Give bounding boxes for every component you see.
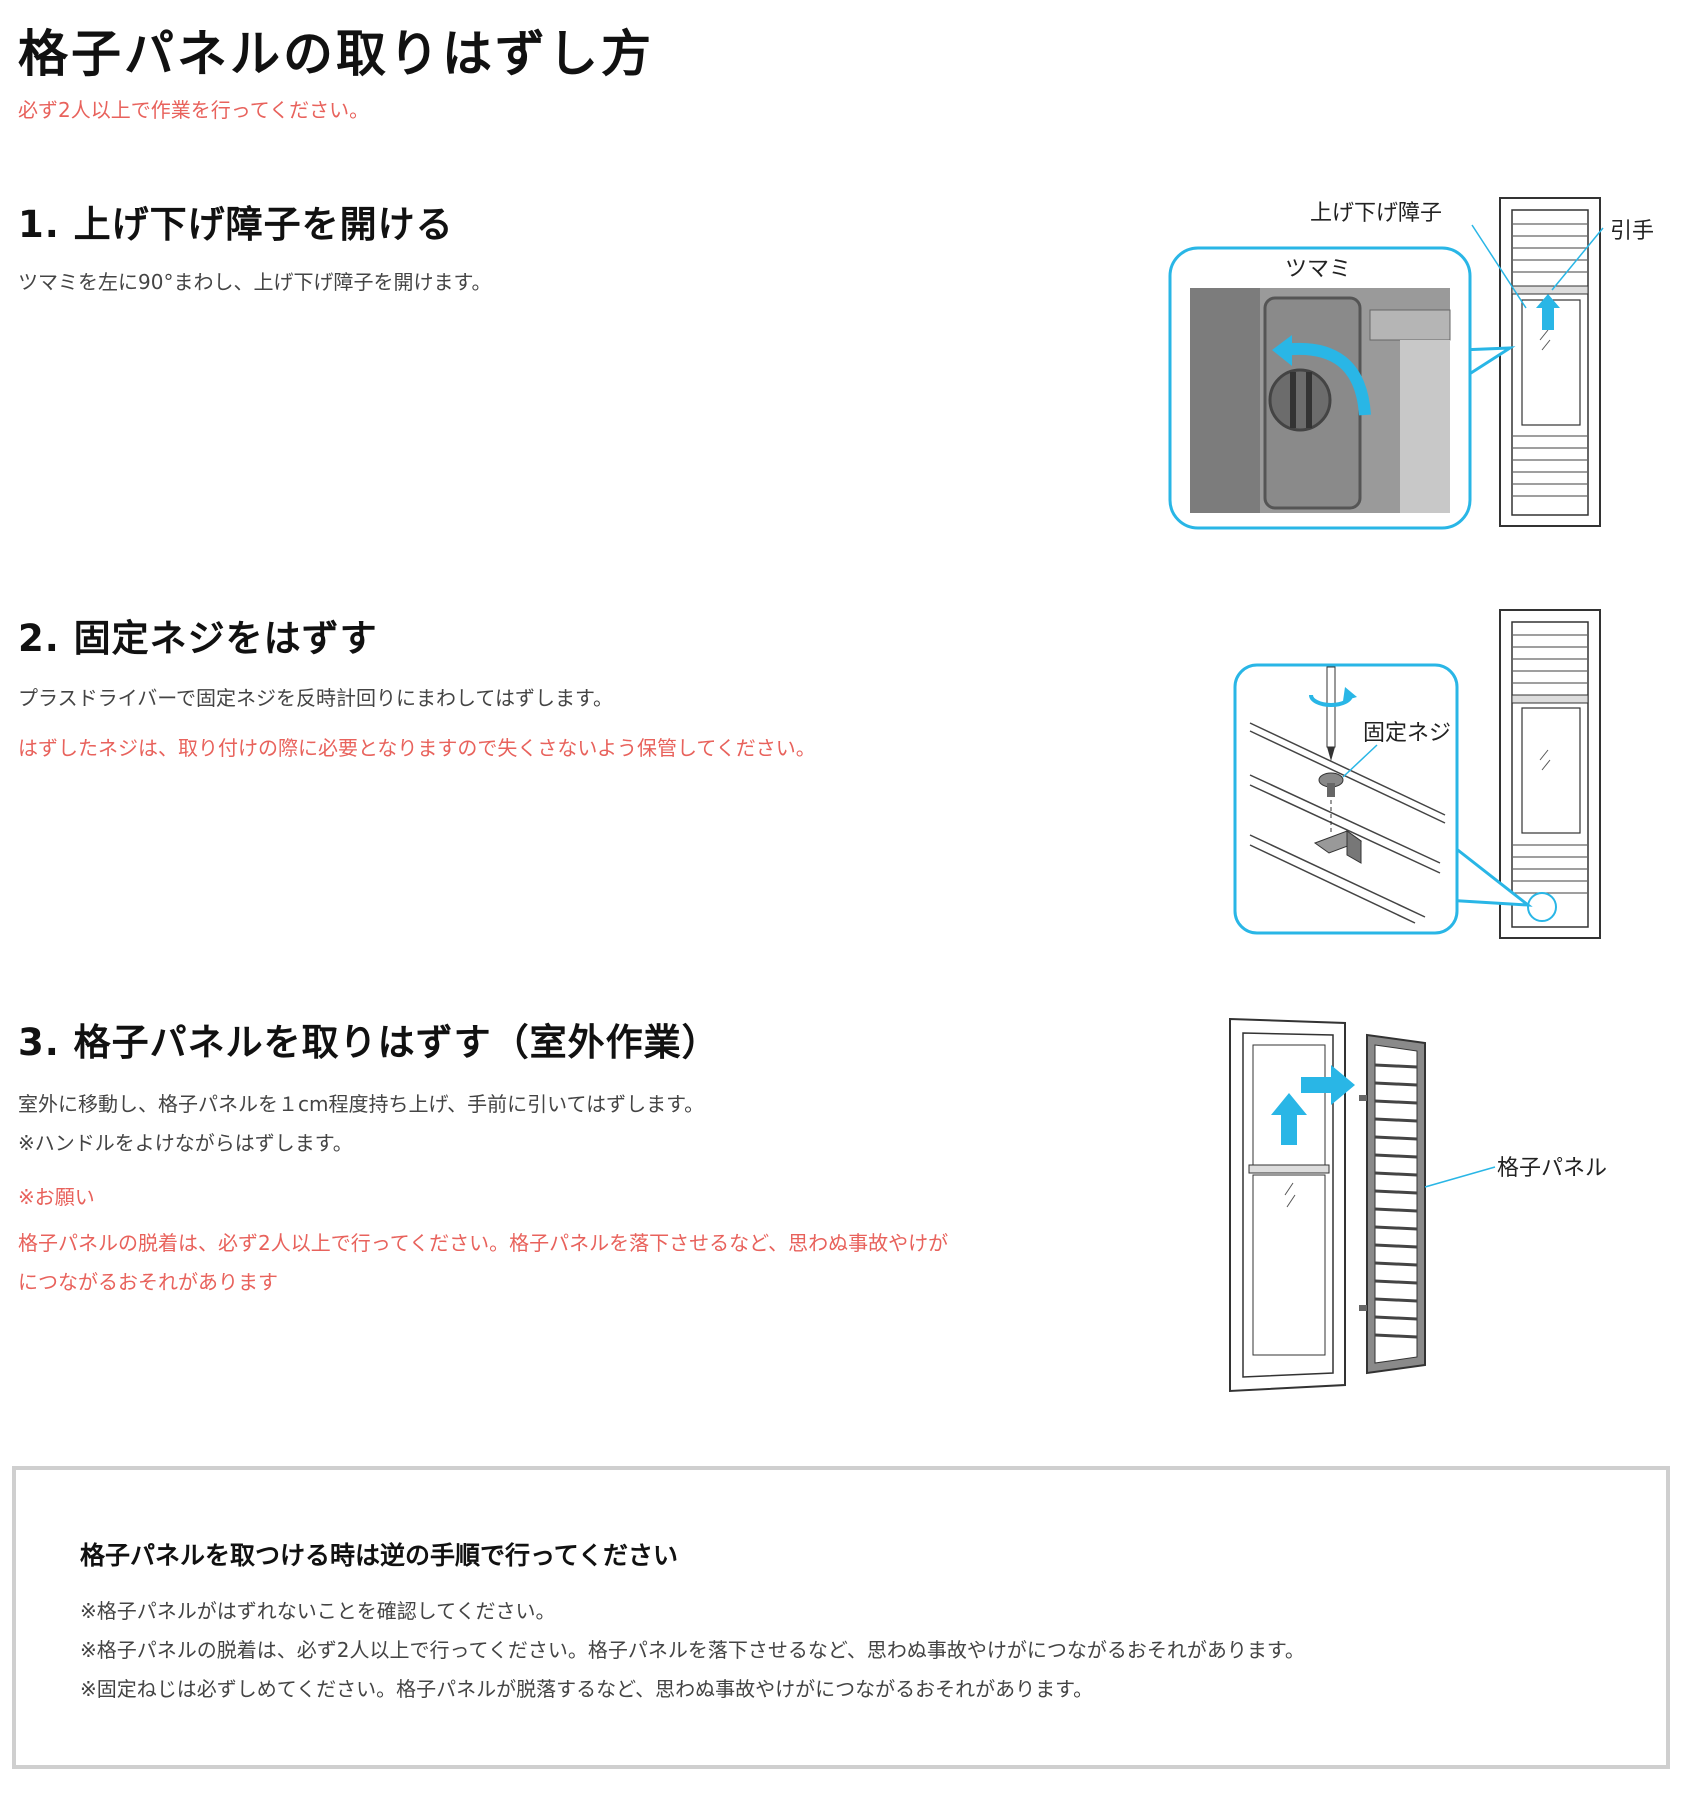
step1-figure: 上げ下げ障子 引手 ツマミ — [1160, 190, 1680, 535]
step1-text: ツマミを左に90°まわし、上げ下げ障子を開けます。 — [18, 270, 492, 294]
sash-label: 上げ下げ障子 — [1310, 201, 1442, 226]
step3-request-label: ※お願い — [18, 1185, 95, 1209]
step3-heading: 3. 格子パネルを取りはずす（室外作業） — [18, 1021, 720, 1064]
screw-label: 固定ネジ — [1363, 721, 1451, 746]
notice-list: ※格子パネルがはずれないことを確認してください。 ※格子パネルの脱着は、必ず2人… — [80, 1592, 1305, 1709]
notice-item: ※固定ねじは必ずしめてください。格子パネルが脱落するなど、思わぬ事故やけがにつな… — [80, 1677, 1094, 1701]
step2-text: プラスドライバーで固定ネジを反時計回りにまわしてはずします。 — [18, 686, 613, 710]
reinstall-notice: 格子パネルを取つける時は逆の手順で行ってください ※格子パネルがはずれないことを… — [12, 1466, 1670, 1769]
panel-label: 格子パネル — [1497, 1156, 1607, 1181]
step3-text-1: 室外に移動し、格子パネルを１cm程度持ち上げ、手前に引いてはずします。 — [18, 1092, 705, 1116]
notice-item: ※格子パネルがはずれないことを確認してください。 — [80, 1599, 556, 1623]
page-title: 格子パネルの取りはずし方 — [18, 25, 654, 83]
page-caution: 必ず2人以上で作業を行ってください。 — [18, 98, 370, 122]
step3-figure: 格子パネル — [1225, 1015, 1655, 1395]
knob-label: ツマミ — [1285, 257, 1351, 282]
step1-heading: 1. 上げ下げ障子を開ける — [18, 203, 454, 246]
notice-title: 格子パネルを取つける時は逆の手順で行ってください — [80, 1541, 679, 1570]
step3-warning-1: 格子パネルの脱着は、必ず2人以上で行ってください。格子パネルを落下させるなど、思… — [18, 1231, 949, 1255]
step3-warning-2: につながるおそれがあります — [18, 1270, 278, 1294]
handle-label: 引手 — [1610, 219, 1654, 244]
notice-item: ※格子パネルの脱着は、必ず2人以上で行ってください。格子パネルを落下させるなど、… — [80, 1638, 1305, 1662]
step3-text-2: ※ハンドルをよけながらはずします。 — [18, 1131, 353, 1155]
step2-figure: 固定ネジ — [1225, 605, 1625, 945]
step2-warning: はずしたネジは、取り付けの際に必要となりますので失くさないよう保管してください。 — [18, 736, 816, 760]
step2-heading: 2. 固定ネジをはずす — [18, 617, 378, 660]
